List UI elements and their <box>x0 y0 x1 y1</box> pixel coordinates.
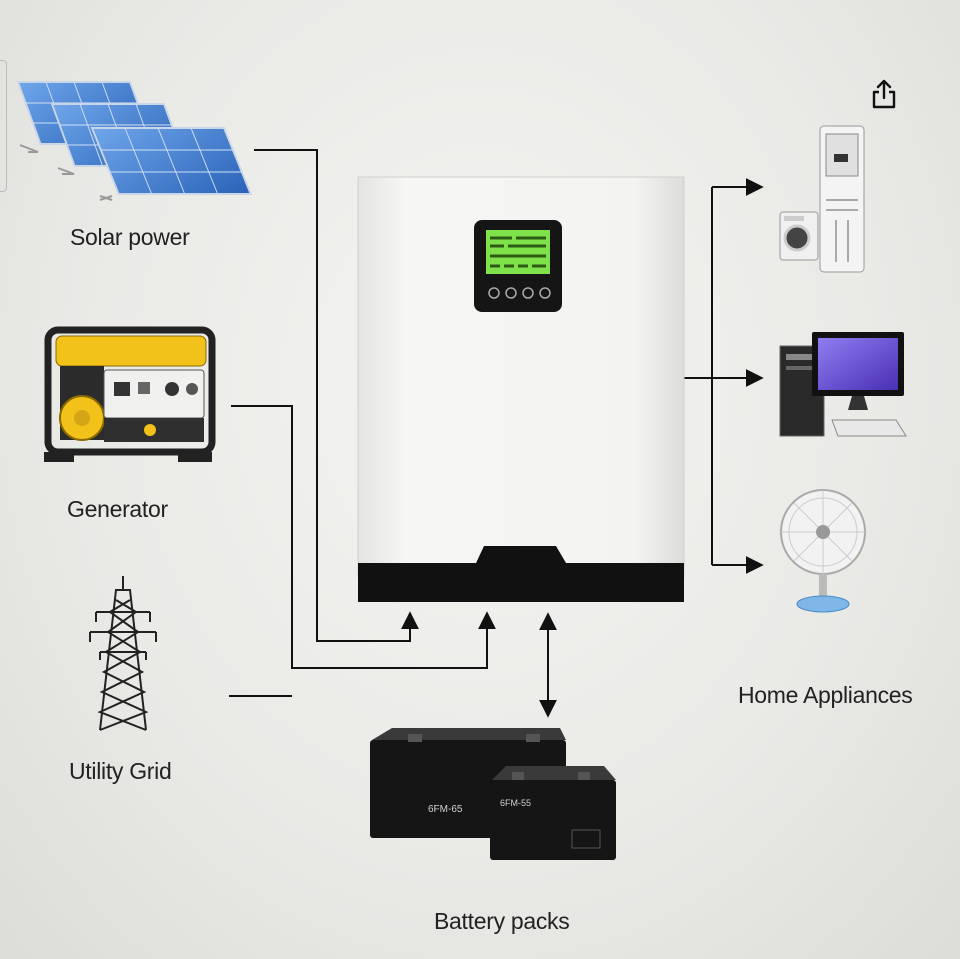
utility-grid-label: Utility Grid <box>69 758 172 784</box>
utility-tower-icon <box>89 576 157 731</box>
inverter-display <box>474 220 562 312</box>
air-conditioner-icon <box>819 125 865 273</box>
solar-panels-icon <box>16 81 253 201</box>
battery-packs-label: Battery packs <box>434 908 570 934</box>
connection-lines <box>229 149 764 718</box>
washing-machine-icon <box>779 211 819 261</box>
share-icon <box>872 79 896 109</box>
fan-icon <box>780 489 866 613</box>
share-button[interactable] <box>868 76 900 112</box>
solar-line <box>254 149 419 642</box>
battery-small-marking: 6FM-55 <box>500 798 531 808</box>
inverter-unit <box>357 176 685 602</box>
battery-small-icon: 6FM-55 <box>490 766 616 860</box>
battery-large-marking: 6FM-65 <box>428 804 463 815</box>
generator-label: Generator <box>67 496 168 522</box>
computer-icon <box>779 332 907 437</box>
generator-line <box>231 405 496 669</box>
home-appliances-label: Home Appliances <box>738 682 913 708</box>
window-edge <box>0 60 7 192</box>
generator-icon <box>44 326 216 462</box>
solar-power-label: Solar power <box>70 224 190 250</box>
